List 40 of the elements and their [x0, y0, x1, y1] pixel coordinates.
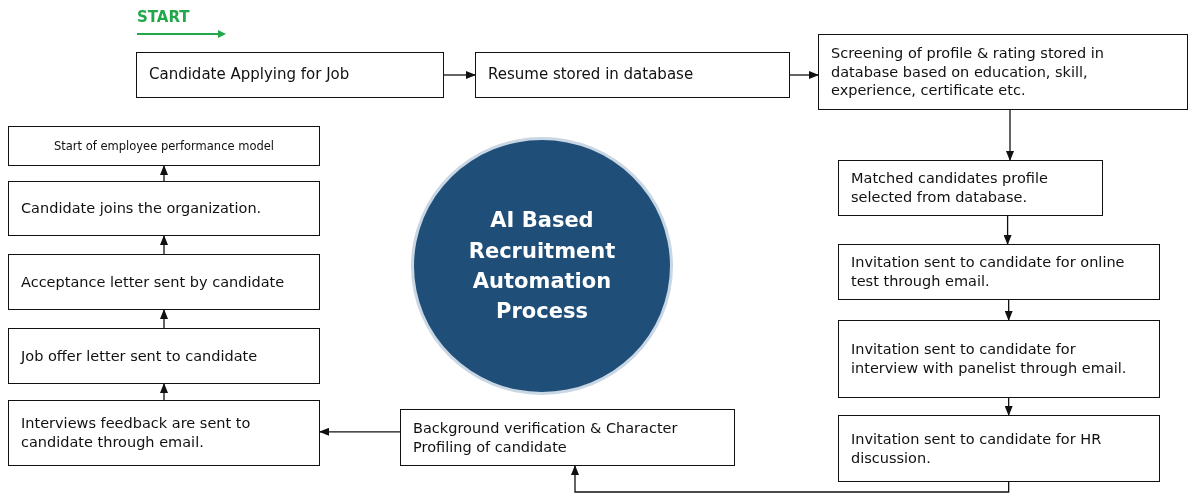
process-box [838, 160, 1103, 216]
node-text: Invitation sent to candidate for interview with panelist through email. [851, 340, 1128, 378]
arrow [1004, 397, 1013, 416]
process-box [838, 244, 1160, 300]
node-text: Matched candidates profile selected from database. [851, 169, 1049, 207]
process-box [8, 126, 320, 166]
arrow [1004, 299, 1013, 321]
arrow [789, 71, 819, 79]
process-box [475, 52, 790, 98]
node-text: Job offer letter sent to candidate [21, 346, 258, 366]
process-box [8, 254, 320, 310]
arrow [1006, 109, 1014, 161]
process-box [8, 400, 320, 466]
start-label: START [137, 8, 190, 26]
process-box [136, 52, 444, 98]
arrow [571, 465, 1010, 493]
node-text: Invitation sent to candidate for HR discussion. [851, 429, 1103, 468]
arrow [1003, 215, 1012, 245]
node-text: Background verification & Character Profiling of candidate [413, 418, 679, 457]
process-box [838, 320, 1160, 398]
node-text: Interviews feedback are sent to candidate through email. [21, 414, 252, 452]
node-text: Invitation sent to candidate for online test through email. [851, 253, 1126, 291]
arrow [319, 427, 401, 436]
node-text: Acceptance letter sent by candidate [21, 272, 285, 292]
process-box [8, 328, 320, 384]
arrow [443, 71, 476, 79]
process-box [400, 409, 735, 466]
arrow [160, 383, 168, 401]
arrow [160, 165, 168, 182]
node-text: Start of employee performance model [54, 138, 274, 154]
node-text: Screening of profile & rating stored in database based on education, skill, experience, certificate etc. [831, 43, 1106, 101]
process-box [818, 34, 1188, 110]
node-text: AI Based Recruitment Automation Process [467, 207, 617, 326]
process-box [838, 415, 1160, 482]
arrow [160, 309, 168, 329]
node-text: Candidate Applying for Job [149, 65, 350, 85]
arrow [160, 235, 168, 255]
node-text: Resume stored in database [488, 65, 694, 85]
node-text: Candidate joins the organization. [21, 199, 262, 218]
process-box [8, 181, 320, 236]
